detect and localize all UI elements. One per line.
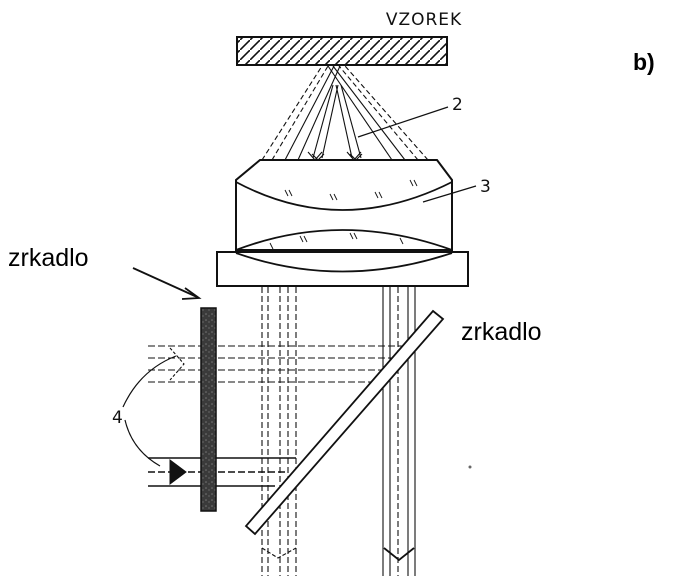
vertical-beam-left (261, 287, 297, 576)
horizontal-beam-lower (148, 457, 296, 487)
mirror-arrow (132, 267, 202, 300)
panel-label: b) (633, 49, 655, 75)
horizontal-beam-upper (148, 345, 402, 383)
objective-lower-plate (216, 251, 469, 287)
marker-4: 4 (112, 408, 123, 428)
objective-upper (235, 159, 453, 251)
stray-mark (468, 465, 472, 469)
marker-leaders (357, 106, 477, 203)
converging-beams (261, 65, 429, 161)
sample-label: VZOREK (386, 10, 462, 30)
sample-plate (236, 36, 448, 66)
marker-2: 2 (452, 95, 463, 115)
left-mirror (200, 307, 217, 512)
mirror-right-label: zrkadlo (461, 318, 542, 346)
marker-4-leaders (122, 355, 177, 467)
mirror-left-label: zrkadlo (8, 244, 89, 272)
lens-glass-marks (269, 179, 418, 250)
marker-3: 3 (480, 177, 491, 197)
vertical-beam-right (382, 287, 416, 576)
beam-splitter (244, 309, 445, 536)
